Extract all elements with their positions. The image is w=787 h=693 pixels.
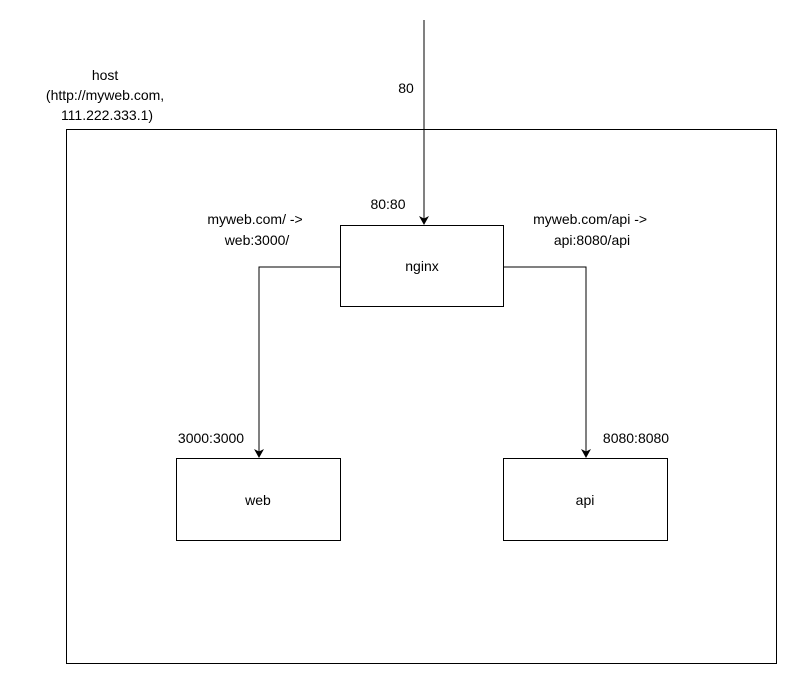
api-route-label: myweb.com/api -> api:8080/api (533, 211, 651, 248)
nginx-port-mapping-label: 80:80 (370, 196, 405, 212)
api-node (503, 458, 668, 541)
host-label: host (http://myweb.com, 111.222.333.1) (46, 67, 168, 123)
web-node (176, 458, 341, 541)
nginx-to-web-connector (254, 266, 340, 458)
web-port-mapping-label: 3000:3000 (178, 430, 244, 446)
nginx-node-label: nginx (405, 258, 438, 274)
web-node-label: web (244, 492, 271, 508)
api-port-mapping-label: 8080:8080 (603, 430, 669, 446)
nginx-to-api-connector (504, 266, 591, 458)
incoming-port-label: 80 (398, 80, 414, 96)
host-container (66, 129, 777, 664)
api-node-label: api (576, 492, 595, 508)
nginx-node (340, 225, 504, 307)
web-route-label: myweb.com/ -> web:3000/ (207, 211, 306, 248)
